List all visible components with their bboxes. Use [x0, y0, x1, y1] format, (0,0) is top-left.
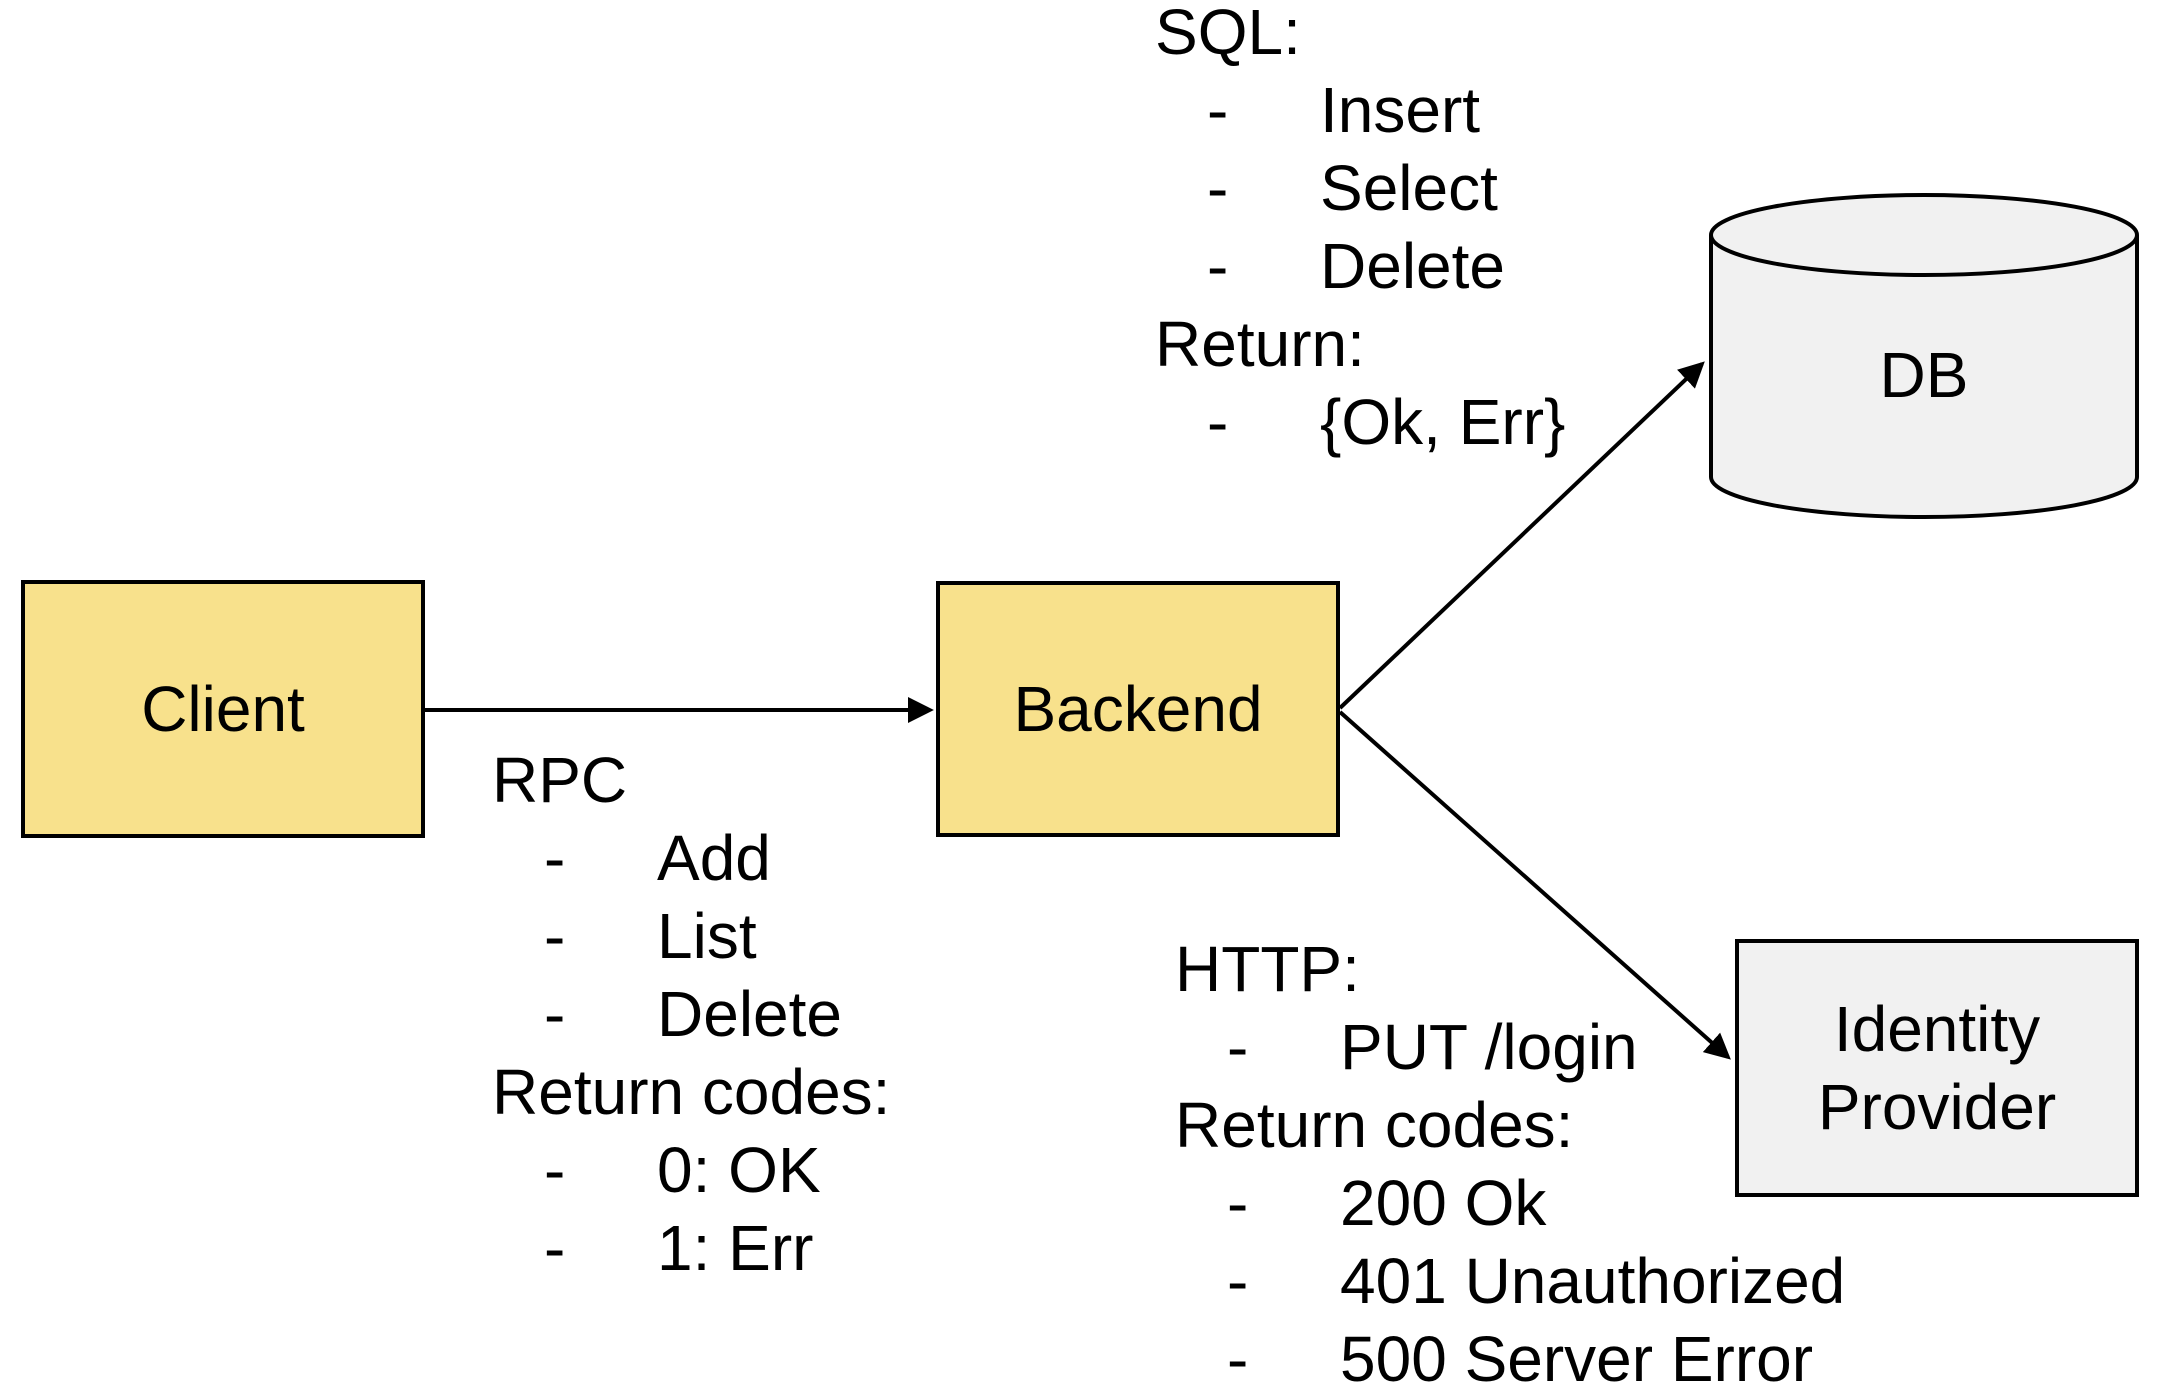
annotation-sql: SQL: -Insert -Select -Delete Return: -{O…: [1155, 0, 1565, 461]
bullet-dash: -: [1207, 152, 1229, 224]
identity-provider-label-line1: Identity: [1833, 993, 2041, 1065]
sql-return-title: Return:: [1155, 308, 1365, 380]
rpc-title: RPC: [492, 744, 628, 816]
bullet-dash: -: [1227, 1245, 1249, 1317]
bullet-dash: -: [1207, 386, 1229, 458]
rpc-item: -Delete: [492, 975, 890, 1053]
annotation-http: HTTP: -PUT /login Return codes: -200 Ok …: [1175, 930, 1845, 1398]
bullet-dash: -: [1207, 230, 1229, 302]
bullet-dash: -: [1207, 74, 1229, 146]
db-cylinder-shape: [1709, 193, 2139, 519]
arrow-backend-to-identity-provider: [1338, 710, 1731, 1060]
http-title: HTTP:: [1175, 933, 1360, 1005]
annotation-rpc: RPC -Add -List -Delete Return codes: -0:…: [492, 741, 890, 1287]
arrow-backend-to-db: [1338, 361, 1705, 710]
bullet-dash: -: [1227, 1323, 1249, 1395]
backend-node: Backend: [936, 581, 1340, 837]
sql-item: -Delete: [1155, 227, 1565, 305]
sql-return-item: -{Ok, Err}: [1155, 383, 1565, 461]
rpc-return-title: Return codes:: [492, 1056, 891, 1128]
sql-item: -Select: [1155, 149, 1565, 227]
sql-item: -Insert: [1155, 71, 1565, 149]
http-return-title: Return codes:: [1175, 1089, 1574, 1161]
rpc-item: -List: [492, 897, 890, 975]
http-return-item: -500 Server Error: [1175, 1320, 1845, 1398]
rpc-item: -Add: [492, 819, 890, 897]
rpc-return-item: -1: Err: [492, 1209, 890, 1287]
db-label: DB: [1879, 339, 1969, 411]
bullet-dash: -: [1227, 1011, 1249, 1083]
identity-provider-node: Identity Provider: [1735, 939, 2139, 1197]
bullet-dash: -: [544, 900, 566, 972]
bullet-dash: -: [1227, 1167, 1249, 1239]
http-item: -PUT /login: [1175, 1008, 1845, 1086]
identity-provider-label-line2: Provider: [1817, 1071, 2057, 1143]
sql-title: SQL:: [1155, 0, 1301, 68]
backend-label: Backend: [1013, 673, 1263, 745]
client-label: Client: [141, 673, 305, 745]
bullet-dash: -: [544, 978, 566, 1050]
client-node: Client: [21, 580, 425, 838]
http-return-item: -401 Unauthorized: [1175, 1242, 1845, 1320]
bullet-dash: -: [544, 822, 566, 894]
bullet-dash: -: [544, 1134, 566, 1206]
bullet-dash: -: [544, 1212, 566, 1284]
http-return-item: -200 Ok: [1175, 1164, 1845, 1242]
rpc-return-item: -0: OK: [492, 1131, 890, 1209]
